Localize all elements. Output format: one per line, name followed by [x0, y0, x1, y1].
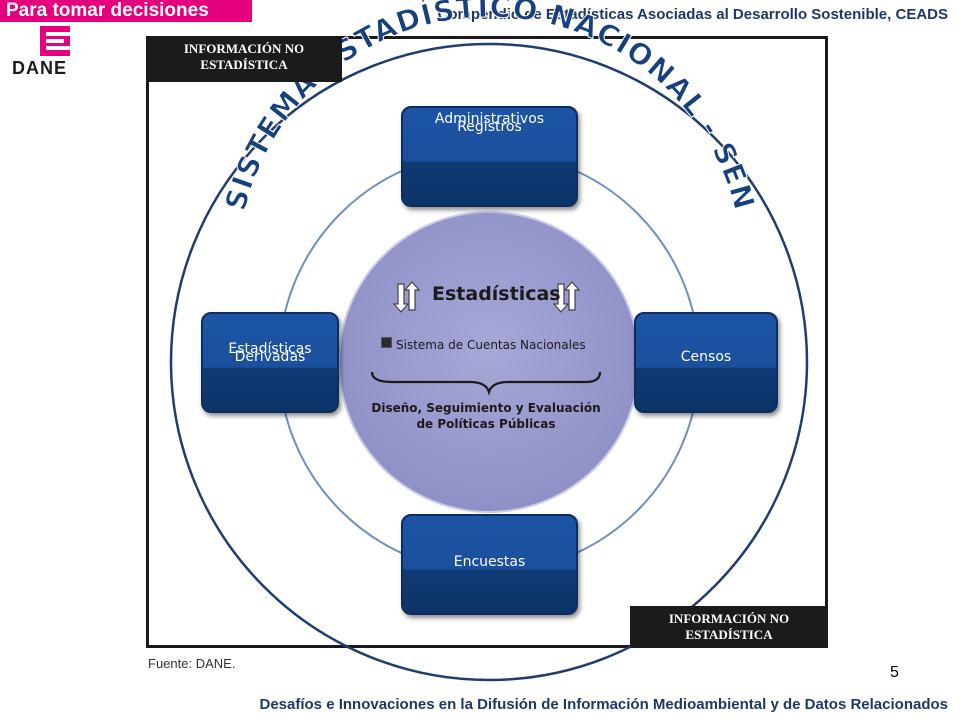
source-note: Fuente: DANE.: [148, 656, 236, 671]
node-censos: Censos: [634, 312, 778, 413]
node-label-line-2: Derivadas: [234, 348, 306, 365]
page-number: 5: [890, 664, 899, 681]
center-title-estadisticas: Estadísticas: [432, 283, 561, 305]
politicas-line-2: de Políticas Públicas: [416, 417, 556, 431]
node-label-line-1: Estadísticas: [228, 340, 312, 357]
sistema-cuentas-nacionales: Sistema de Cuentas Nacionales: [396, 338, 586, 352]
header-title: Compendio de Estadísticas Asociadas al D…: [437, 6, 948, 23]
node-estadisticas-derivadas: Estadísticas Derivadas: [201, 312, 339, 413]
node-label: Censos: [680, 348, 732, 365]
dane-logo-text: DANE: [12, 58, 68, 78]
politicas-line-1: Diseño, Seguimiento y Evaluación: [371, 401, 601, 415]
politicas-publicas-text: Diseño, Seguimiento y Evaluación de Polí…: [366, 400, 606, 432]
corner-tag-top-left: INFORMACIÓN NO ESTADÍSTICA: [146, 36, 342, 82]
up-down-arrows-left: [392, 281, 421, 313]
corner-tag-bottom-right: INFORMACIÓN NO ESTADÍSTICA: [630, 606, 828, 648]
node-registros-administrativos: Registros Administrativos: [401, 106, 578, 207]
banner-para-tomar-decisiones: Para tomar decisiones: [0, 0, 252, 22]
node-label-line-1: Registros: [457, 118, 522, 135]
corner-tag-line-2: ESTADÍSTICA: [200, 57, 288, 72]
node-label-line-2: Administrativos: [434, 110, 545, 127]
up-down-arrows-right: [552, 281, 581, 313]
node-encuestas: Encuestas: [401, 514, 578, 615]
center-circle: [338, 211, 640, 513]
curly-brace: [370, 371, 602, 396]
corner-tag-line-1: INFORMACIÓN NO: [183, 41, 305, 56]
corner-tag-line-1: INFORMACIÓN NO: [668, 611, 790, 626]
outer-ring: [169, 42, 809, 682]
node-label: Encuestas: [453, 553, 526, 570]
footer-title: Desafíos e Innovaciones en la Difusión d…: [259, 696, 949, 713]
dane-logo: [40, 26, 70, 56]
corner-tag-line-2: ESTADÍSTICA: [685, 627, 773, 642]
bullet-icon: [381, 337, 392, 348]
